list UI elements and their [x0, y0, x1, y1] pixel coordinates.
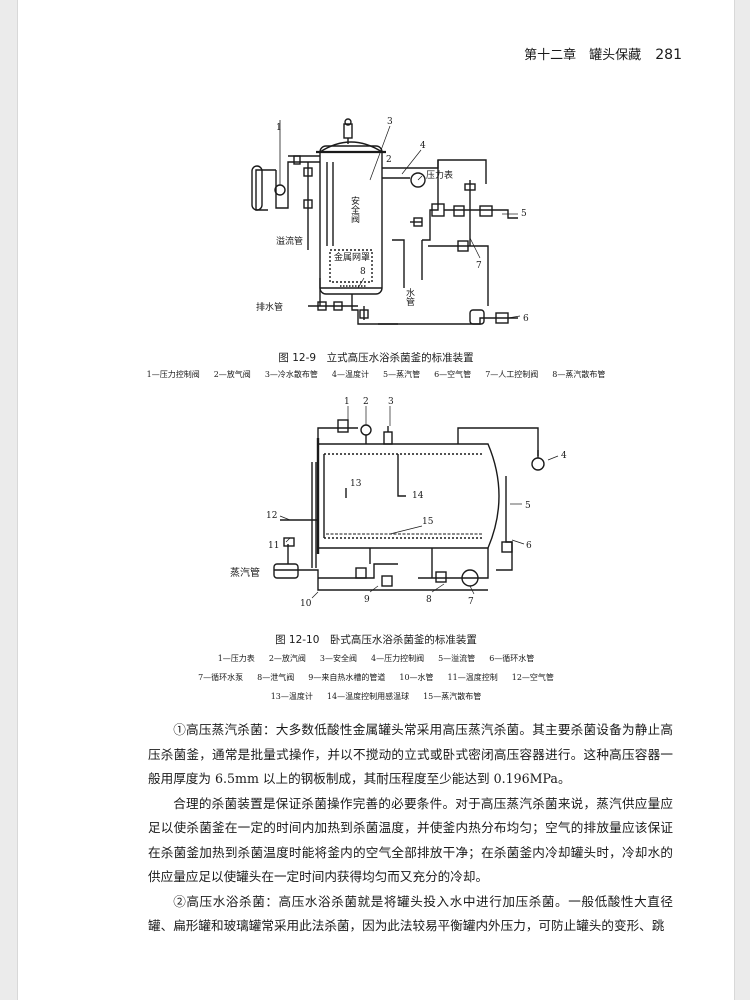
fig2-legend-item: 11—温度控制 [447, 673, 498, 682]
fig2-label-7: 7 [468, 597, 474, 607]
fig2-legend-item: 8—泄气阀 [257, 673, 295, 682]
book-page: 第十二章 罐头保藏 281 [17, 0, 735, 1000]
fig1-legend-item: 5—蒸汽管 [383, 370, 421, 379]
paragraph: ①高压蒸汽杀菌：大多数低酸性金属罐头常采用高压蒸汽杀菌。其主要杀菌设备为静止高压… [148, 722, 673, 786]
page-number: 281 [655, 47, 682, 63]
fig2-label-13: 13 [350, 479, 362, 489]
fig1-legend-item: 1—压力控制阀 [146, 370, 200, 379]
fig1-label-8: 8 [360, 267, 366, 277]
fig1-legend-item: 7—人工控制阀 [485, 370, 539, 379]
pressure-gauge [410, 172, 426, 188]
fig2-legend-item: 5—溢流管 [438, 654, 476, 663]
vessel-lid [319, 141, 383, 153]
fig1-legend-item: 3—冷水散布管 [264, 370, 318, 379]
vessel-body [317, 443, 500, 549]
fig2-label-5: 5 [525, 501, 531, 511]
fig1-legend-item: 6—空气管 [434, 370, 472, 379]
fig2-label-3: 3 [388, 397, 394, 407]
fig2-legend-item: 14—温度控制用感温球 [326, 692, 410, 701]
fig1-label-4: 4 [420, 141, 426, 151]
fig1-label-1: 1 [276, 123, 282, 133]
fig2-label-11: 11 [268, 541, 279, 551]
fig1-safety-valve-label: 安全阀 [349, 195, 360, 224]
fig2-legend-item: 13—温度计 [270, 692, 313, 701]
figure2-legend-row-3: 13—温度计 14—温度控制用感温球 15—蒸汽散布管 [18, 688, 734, 705]
fig2-label-1: 1 [344, 397, 350, 407]
running-header: 第十二章 罐头保藏 281 [524, 44, 682, 63]
pressure-control-valve [531, 457, 545, 471]
figure-horizontal-retort: 1 2 3 4 5 6 7 8 9 10 11 12 13 14 15 蒸汽管 [230, 397, 567, 609]
body-text: ①高压蒸汽杀菌：大多数低酸性金属罐头常采用高压蒸汽杀菌。其主要杀菌设备为静止高压… [148, 718, 673, 939]
fig2-label-9: 9 [364, 595, 370, 605]
fig1-label-2: 2 [386, 155, 392, 165]
figure1-caption: 图 12-9 立式高压水浴杀菌釜的标准装置 [278, 352, 474, 364]
fig2-label-15: 15 [422, 517, 434, 527]
fig2-legend-item: 12—空气管 [511, 673, 554, 682]
pressure-gauge [360, 424, 372, 436]
fig1-pressure-gauge-label: 压力表 [426, 169, 453, 181]
fig2-label-14: 14 [412, 491, 424, 501]
fig1-label-5: 5 [521, 209, 527, 219]
fig1-label-3: 3 [387, 117, 393, 127]
fig2-legend-item: 7—循环水泵 [198, 673, 244, 682]
fig2-legend-item: 2—放汽阀 [268, 654, 306, 663]
figure2-legend-row-1: 1—压力表 2—放汽阀 3—安全阀 4—压力控制阀 5—溢流管 6—循环水管 [18, 650, 734, 667]
fig1-legend-item: 4—温度计 [331, 370, 369, 379]
figure-vertical-retort: 1 2 3 4 5 6 7 8 溢流管 安全阀 压力表 金属网罩 水管 排水管 [251, 117, 529, 325]
figure2-legend-row-2: 7—循环水泵 8—泄气阀 9—来自热水槽的管道 10—水管 11—温度控制 12—空气管 [18, 669, 734, 686]
fig1-label-6: 6 [523, 314, 529, 324]
chapter-title: 第十二章 罐头保藏 [524, 48, 642, 63]
figure1-legend: 1—压力控制阀 2—放气阀 3—冷水散布管 4—温度计 5—蒸汽管 6—空气管 7—人工控制… [18, 366, 734, 383]
fig1-label-7: 7 [476, 261, 482, 271]
fig2-label-6: 6 [526, 541, 532, 551]
fig2-label-12: 12 [266, 511, 277, 521]
fig2-legend-item: 6—循环水管 [489, 654, 535, 663]
fig1-mesh-cover-label: 金属网罩 [334, 251, 370, 263]
mesh-cover [329, 249, 373, 283]
fig2-legend-item: 15—蒸汽散布管 [423, 692, 482, 701]
fig2-label-8: 8 [426, 595, 432, 605]
fig2-label-4: 4 [561, 451, 567, 461]
fig1-water-pipe-label: 水管 [404, 287, 415, 306]
fig2-legend-item: 9—来自热水槽的管道 [308, 673, 386, 682]
fig1-drain-pipe-label: 排水管 [256, 301, 283, 313]
fig1-overflow-pipe-label: 溢流管 [276, 235, 303, 247]
fig2-label-2: 2 [363, 397, 369, 407]
vessel-body [319, 145, 383, 295]
paragraph: 合理的杀菌装置是保证杀菌操作完善的必要条件。对于高压蒸汽杀菌来说，蒸汽供应量应足… [148, 795, 673, 885]
fig1-legend-item: 8—蒸汽散布管 [552, 370, 606, 379]
fig2-legend-item: 3—安全阀 [319, 654, 357, 663]
paragraph: ②高压水浴杀菌：高压水浴杀菌就是将罐头投入水中进行加压杀菌。一般低酸性大直径罐、… [148, 893, 673, 934]
fig2-legend-item: 4—压力控制阀 [371, 654, 425, 663]
fig2-legend-item: 10—水管 [399, 673, 434, 682]
fig2-steam-pipe-label: 蒸汽管 [230, 566, 260, 579]
figure2-caption: 图 12-10 卧式高压水浴杀菌釜的标准装置 [275, 634, 477, 646]
fig1-legend-item: 2—放气阀 [213, 370, 251, 379]
fig2-label-10: 10 [300, 599, 312, 609]
fig2-legend-item: 1—压力表 [217, 654, 255, 663]
